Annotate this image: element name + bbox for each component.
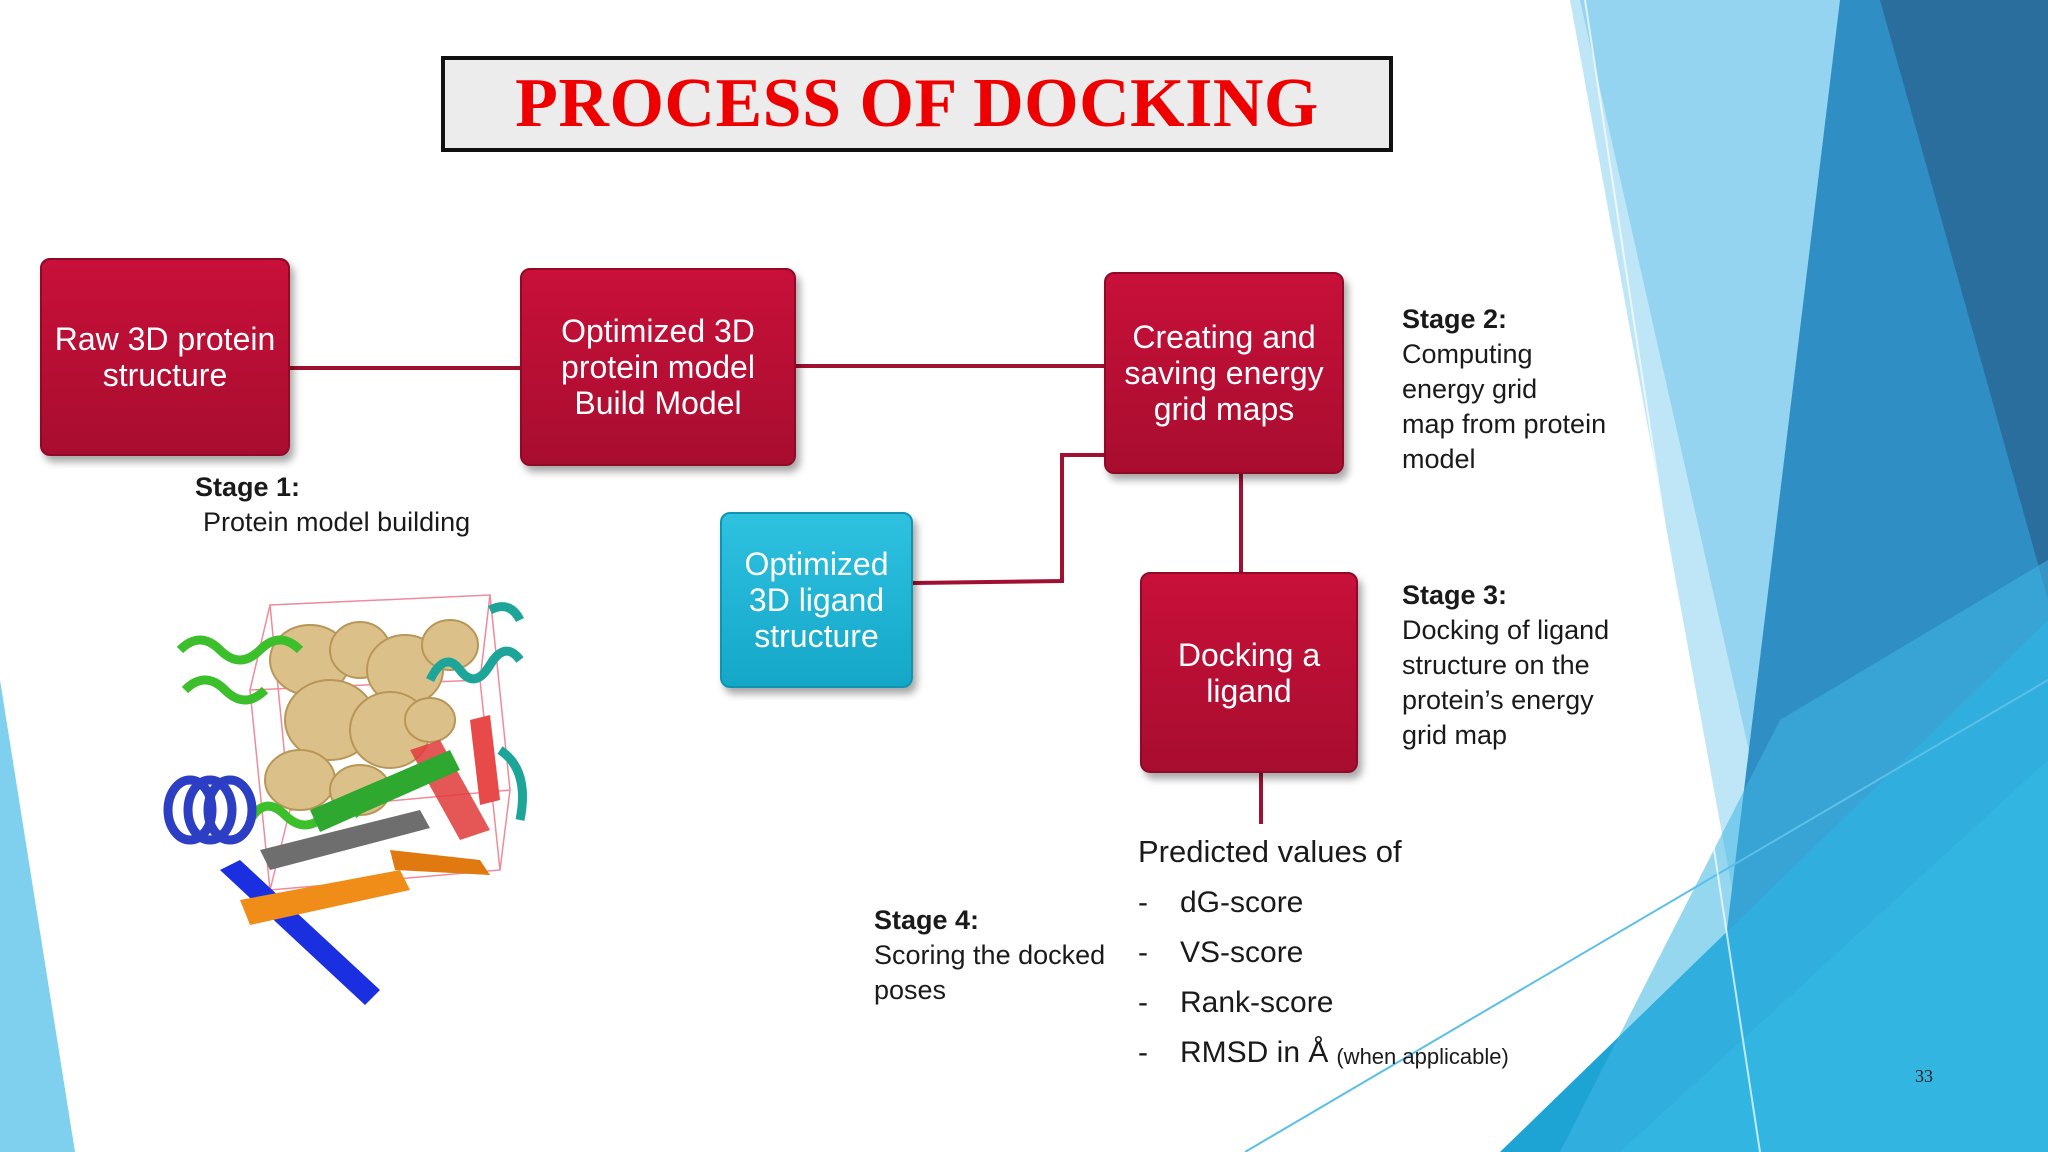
predicted-heading: Predicted values of — [1138, 834, 1402, 869]
predicted-values: Predicted values of -dG-score -VS-score … — [1138, 832, 1509, 1078]
docking-label: Docking a ligand — [1177, 636, 1321, 709]
ligand-box: Optimized 3D ligand structure — [720, 512, 913, 688]
optimized-protein-label: Optimized 3D protein model Build Model — [561, 313, 755, 421]
predicted-item: -Rank-score — [1138, 978, 1509, 1028]
stage-4: Stage 4: Scoring the docked poses — [874, 903, 1105, 1008]
optimized-protein-box: Optimized 3D protein model Build Model — [520, 268, 796, 466]
stage-1: Stage 1: Protein model building — [195, 470, 470, 540]
docking-box: Docking a ligand — [1140, 572, 1358, 773]
page-number: 33 — [1915, 1066, 1933, 1086]
predicted-item: -RMSD in Å(when applicable) — [1138, 1028, 1509, 1078]
stage-3-title: Stage 3: — [1402, 580, 1508, 610]
predicted-item: -dG-score — [1138, 878, 1509, 928]
predicted-item-label: Rank-score — [1180, 986, 1334, 1019]
raw-protein-box: Raw 3D protein structure — [40, 258, 290, 456]
predicted-item-label: VS-score — [1180, 936, 1304, 969]
predicted-item: -VS-score — [1138, 928, 1509, 978]
predicted-item-label: RMSD in Å — [1180, 1036, 1329, 1069]
title-box: PROCESS OF DOCKING — [441, 56, 1393, 152]
stage-2: Stage 2: Computing energy grid map from … — [1402, 302, 1606, 477]
energy-maps-label: Creating and saving energy grid maps — [1124, 319, 1324, 427]
ligand-label: Optimized 3D ligand structure — [744, 546, 889, 654]
stage-3: Stage 3: Docking of ligand structure on … — [1402, 578, 1609, 753]
slide-title: PROCESS OF DOCKING — [515, 65, 1319, 142]
stage-2-title: Stage 2: — [1402, 304, 1508, 334]
connector-ligand-to-energy — [912, 453, 1104, 585]
energy-maps-box: Creating and saving energy grid maps — [1104, 272, 1344, 474]
predicted-list: -dG-score -VS-score -Rank-score -RMSD in… — [1138, 878, 1509, 1078]
stage-1-desc: Protein model building — [203, 507, 471, 537]
stage-3-desc: Docking of ligand structure on the prote… — [1402, 615, 1610, 750]
raw-protein-label: Raw 3D protein structure — [54, 321, 276, 393]
predicted-item-label: dG-score — [1180, 886, 1304, 919]
protein-structure-image — [160, 570, 600, 1040]
stage-4-title: Stage 4: — [874, 905, 980, 935]
stage-2-desc: Computing energy grid map from protein m… — [1402, 339, 1607, 474]
predicted-item-note: (when applicable) — [1336, 1044, 1509, 1069]
stage-1-title: Stage 1: — [195, 472, 301, 502]
stage-4-desc: Scoring the docked poses — [874, 940, 1106, 1005]
